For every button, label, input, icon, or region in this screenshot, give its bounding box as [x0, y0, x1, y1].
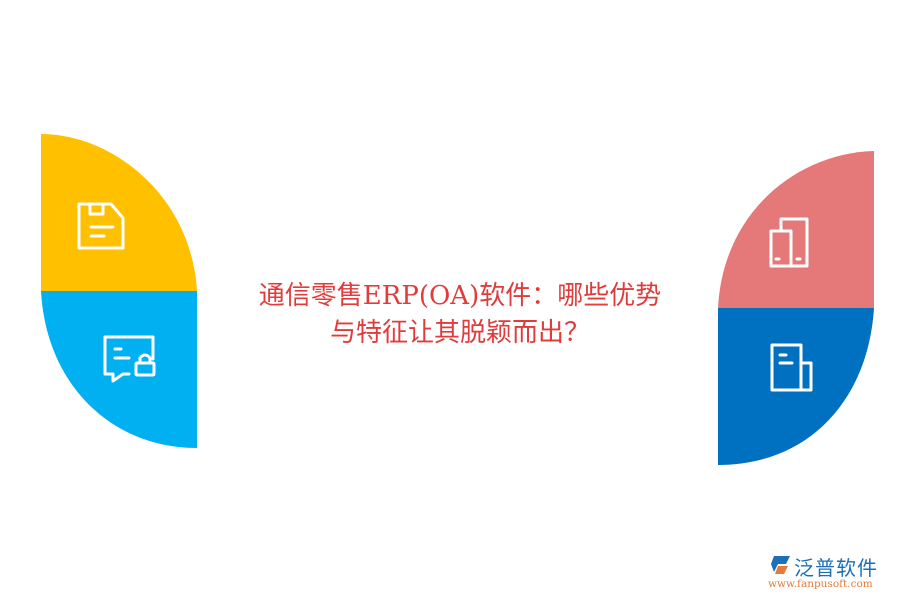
right-shape-top — [718, 151, 874, 308]
brand-logo: 泛普软件 www.fanpusoft.com — [768, 552, 896, 596]
title-line-2: 与特征让其脱颖而出？ — [329, 318, 590, 348]
right-shape-bottom — [718, 308, 874, 465]
page-title: 通信零售ERP(OA)软件：哪些优势 与特征让其脱颖而出？ — [200, 278, 720, 352]
fanpu-logo-icon — [771, 556, 790, 574]
brand-name: 泛普软件 — [794, 556, 878, 580]
right-shape — [718, 151, 874, 465]
chat-lock-icon — [103, 335, 156, 383]
left-shape-bottom — [41, 291, 197, 448]
newspaper-icon — [770, 343, 813, 392]
brand-url: www.fanpusoft.com — [768, 578, 873, 590]
left-shape — [41, 134, 197, 448]
devices-icon — [769, 217, 809, 268]
title-line-1: 通信零售ERP(OA)软件：哪些优势 — [258, 281, 662, 311]
floppy-document-icon — [77, 202, 125, 250]
